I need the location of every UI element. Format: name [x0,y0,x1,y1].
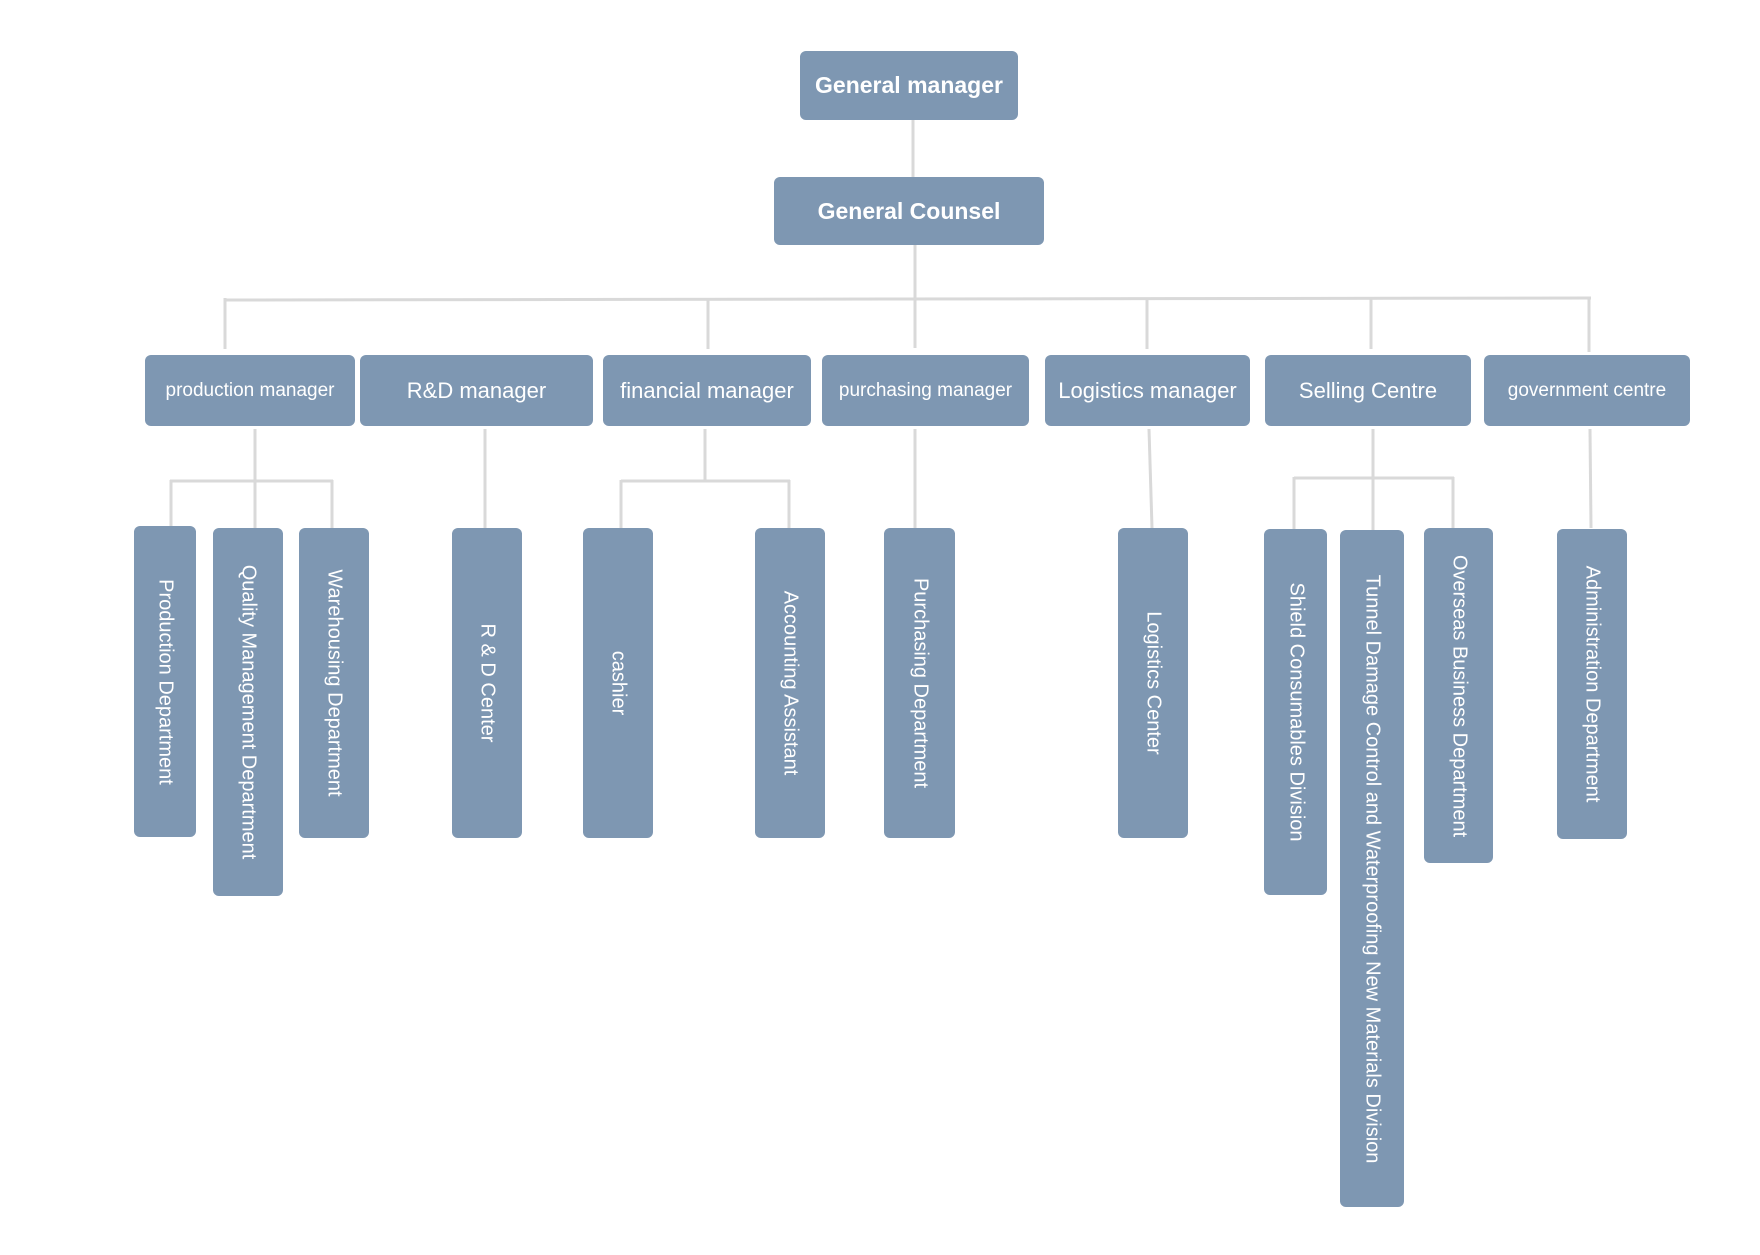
department-label: Warehousing Department [323,569,346,797]
manager-label: R&D manager [406,377,547,403]
general-manager-label: General manager [815,72,1003,98]
general-counsel-box: General Counsel [774,177,1044,245]
department-box-warehousing: Warehousing Department [299,528,369,838]
manager-label: Logistics manager [1058,377,1237,403]
department-label: Tunnel Damage Control and Waterproofing … [1361,574,1384,1163]
manager-label: Selling Centre [1298,377,1438,403]
department-label: Logistics Center [1142,611,1165,755]
manager-label: purchasing manager [838,379,1013,401]
department-box-quality: Quality Management Department [213,528,283,896]
department-label: Purchasing Department [909,577,931,789]
manager-label: government centre [1507,379,1667,401]
manager-box-purchasing: purchasing manager [822,355,1029,426]
department-label: R & D Center [476,623,499,743]
department-box-rd-center: R & D Center [452,528,522,838]
department-label: Administration Department [1581,565,1604,803]
manager-box-selling: Selling Centre [1265,355,1471,426]
department-box-accounting: Accounting Assistant [755,528,825,838]
department-label: Production Department [154,578,177,785]
department-label: Quality Management Department [237,564,260,860]
manager-box-logistics: Logistics manager [1045,355,1250,426]
department-box-purchasing: Purchasing Department [884,528,955,838]
manager-label: financial manager [620,377,794,403]
general-manager-box: General manager [800,51,1018,120]
department-box-administration: Administration Department [1557,529,1627,839]
manager-label: production manager [165,379,335,401]
department-box-tunnel: Tunnel Damage Control and Waterproofing … [1340,530,1404,1207]
department-label: Shield Consumables Division [1285,582,1307,842]
department-label: Overseas Business Department [1448,554,1470,837]
department-label: Accounting Assistant [779,590,802,776]
manager-box-government: government centre [1484,355,1690,426]
general-counsel-label: General Counsel [817,197,1001,224]
manager-box-rd: R&D manager [360,355,593,426]
department-box-cashier: cashier [583,528,653,838]
department-box-logistics-center: Logistics Center [1118,528,1188,838]
department-box-shield: Shield Consumables Division [1264,529,1327,895]
department-box-production: Production Department [134,526,196,837]
manager-box-production: production manager [145,355,355,426]
department-box-overseas: Overseas Business Department [1424,528,1493,863]
manager-box-financial: financial manager [603,355,811,426]
department-label: cashier [607,650,630,716]
